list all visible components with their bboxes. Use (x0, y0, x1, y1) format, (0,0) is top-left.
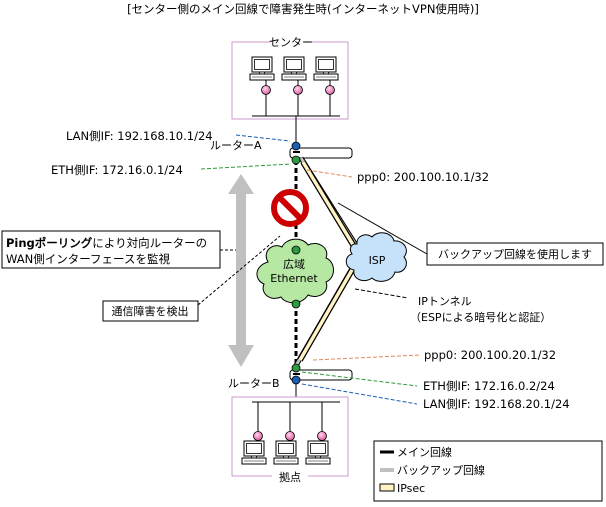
router-a-ppp-label: ppp0: 200.100.10.1/32 (357, 170, 489, 184)
ping-bold-1: Ping (6, 236, 35, 250)
branch-pc-1 (241, 440, 267, 465)
ping-line-2: WAN側インターフェースを監視 (6, 252, 170, 266)
tunnel-label-2: （ESPによる暗号化と認証） (410, 310, 551, 324)
legend-main-label: メイン回線 (397, 445, 452, 459)
legend-ipsec-swatch (379, 483, 395, 492)
detect-callout: 通信障害を検出 (102, 300, 199, 322)
router-b-lan-if (291, 375, 301, 385)
wan-label-1: 広域 (283, 258, 305, 271)
center-terminal-1 (261, 85, 271, 95)
isp-label: ISP (369, 254, 386, 267)
failure-icon (271, 189, 309, 227)
router-a-lan-label: LAN側IF: 192.168.10.1/24 (66, 129, 213, 143)
ping-rest: により対向ルーターの (92, 236, 207, 250)
center-terminal-3 (325, 85, 335, 95)
router-b-lan-label: LAN側IF: 192.168.20.1/24 (423, 397, 570, 411)
wan-label-2: Ethernet (270, 272, 318, 285)
branch-terminal-3 (317, 431, 327, 441)
wan-cloud: 広域 Ethernet (256, 238, 334, 304)
page-title: [センター側のメイン回線で障害発生時(インターネットVPN使用時)] (127, 2, 479, 16)
center-pc-1 (249, 56, 275, 81)
ping-callout: Pingポーリングにより対向ルーターの WAN側インターフェースを監視 (1, 230, 221, 269)
router-b-eth-label: ETH側IF: 172.16.0.2/24 (423, 379, 555, 393)
legend-backup-label: バックアップ回線 (397, 463, 485, 477)
ping-arrow (228, 174, 254, 367)
svg-text:Pingポーリングにより対向ルーターの: Pingポーリングにより対向ルーターの (6, 236, 207, 250)
router-a-eth-if (291, 155, 301, 165)
legend-ipsec-label: IPsec (397, 482, 425, 495)
tunnel-label-1: IPトンネル (418, 295, 472, 308)
center-site-label: センター (269, 36, 313, 49)
backup-text: バックアップ回線を使用します (438, 247, 592, 261)
router-b-ppp-label: ppp0: 200.100.20.1/32 (424, 348, 556, 362)
backup-callout: バックアップ回線を使用します (426, 242, 604, 266)
router-a-eth-label: ETH側IF: 172.16.0.1/24 (51, 163, 183, 177)
branch-terminal-1 (253, 431, 263, 441)
legend: メイン回線 バックアップ回線 IPsec (373, 440, 603, 502)
branch-pc-3 (305, 440, 331, 465)
router-b-eth-if (291, 363, 301, 373)
center-pc-2 (281, 56, 307, 81)
branch-pc-2 (273, 440, 299, 465)
router-a (289, 147, 353, 159)
router-b-label: ルーターB (228, 377, 280, 390)
isp-cloud: ISP (345, 232, 407, 282)
wan-point-b (291, 299, 301, 309)
ping-bold-2: ポーリング (35, 236, 93, 250)
center-terminal-2 (293, 85, 303, 95)
center-pc-3 (313, 56, 339, 81)
router-a-label: ルーターA (210, 139, 262, 152)
branch-terminal-2 (285, 431, 295, 441)
wan-point-a (291, 245, 301, 255)
center-site-box (231, 41, 349, 120)
detect-text: 通信障害を検出 (112, 304, 189, 318)
router-a-lan-if (291, 141, 301, 151)
branch-site-label: 拠点 (279, 471, 301, 484)
